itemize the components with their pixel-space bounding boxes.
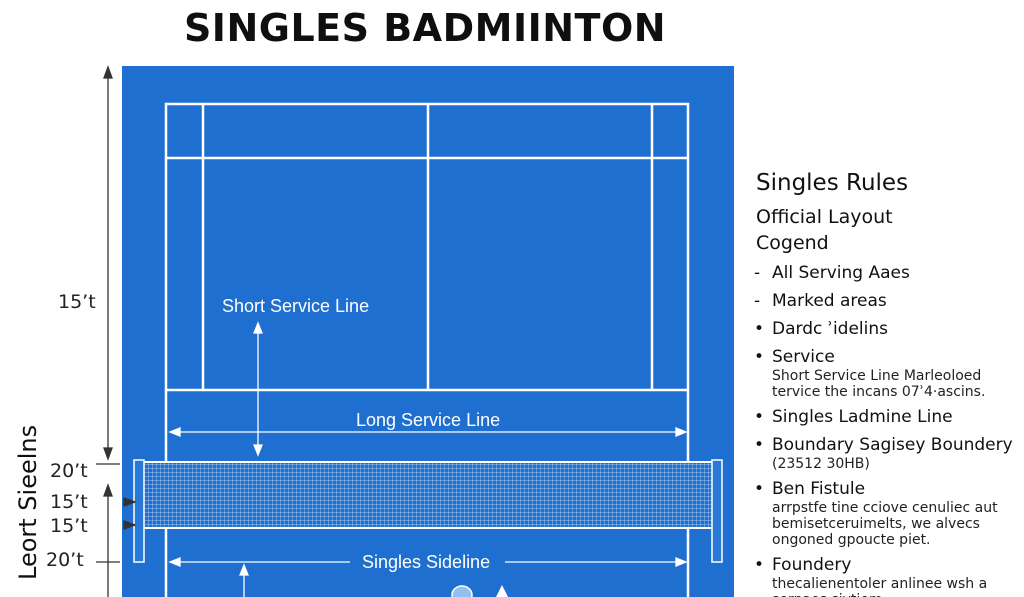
legend-item: • Ben Fistule arrpstfe tine cciove cenul… bbox=[752, 478, 1020, 548]
legend-item: • Boundary Sagisey Boundery (23512 30HB) bbox=[752, 434, 1020, 472]
dot-bullet-icon: • bbox=[754, 555, 765, 575]
dash-bullet-icon: - bbox=[754, 263, 761, 283]
dimension-top: 15’t bbox=[58, 291, 96, 313]
long-service-label: Long Service Line bbox=[356, 410, 500, 430]
legend-item-detail: (23512 30HB) bbox=[772, 456, 870, 472]
dimension-c: 15’t bbox=[50, 515, 88, 537]
legend-dash-list: - All Serving Aaes - Marked areas bbox=[752, 262, 1020, 312]
dot-bullet-icon: • bbox=[754, 347, 765, 367]
shuttlecock-icon bbox=[451, 585, 508, 597]
legend-line-1: Official Layout bbox=[756, 206, 893, 228]
legend-dash-item: - Marked areas bbox=[752, 290, 1020, 312]
legend-dash-item: - All Serving Aaes bbox=[752, 262, 1020, 284]
dot-bullet-icon: • bbox=[754, 319, 765, 339]
net bbox=[133, 459, 723, 563]
legend-item-list: • Dardc ʾidelins • Service Short Service… bbox=[752, 318, 1020, 597]
legend-item-label: Service bbox=[772, 347, 835, 367]
legend-item-label: Boundary Sagisey Boundery bbox=[772, 435, 1013, 455]
dot-bullet-icon: • bbox=[754, 435, 765, 455]
dot-bullet-icon: • bbox=[754, 479, 765, 499]
net-dimension-ticks bbox=[96, 463, 137, 597]
legend-dash-label: All Serving Aaes bbox=[772, 263, 910, 283]
dimension-a: 20’t bbox=[50, 460, 88, 482]
legend-heading: Singles Rules bbox=[756, 170, 909, 196]
rules-legend: Singles Rules Official Layout Cogend - A… bbox=[752, 170, 1020, 597]
legend-item: • Service Short Service Line Marleoloed … bbox=[752, 346, 1020, 400]
legend-line-2: Cogend bbox=[756, 232, 829, 254]
dash-bullet-icon: - bbox=[754, 291, 761, 311]
singles-sideline-label: Singles Sideline bbox=[362, 552, 490, 572]
legend-item-detail: thecalienentoler anlinee wsh a serpaos s… bbox=[772, 576, 988, 597]
side-vertical-label: Leort Sieelns bbox=[14, 425, 42, 580]
dimension-d: 20’t bbox=[46, 549, 84, 571]
short-service-label: Short Service Line bbox=[222, 296, 369, 316]
legend-item-label: Singles Ladmine Line bbox=[772, 407, 953, 427]
legend-item: • Dardc ʾidelins bbox=[752, 318, 1020, 340]
height-dimension-line bbox=[103, 65, 113, 461]
long-service-arrow bbox=[168, 427, 688, 437]
legend-item-label: Ben Fistule bbox=[772, 479, 866, 499]
legend-item-detail: Short Service Line Marleoloed tervice th… bbox=[772, 368, 986, 400]
court-lines bbox=[164, 102, 690, 597]
legend-item: • Foundery thecalienentoler anlinee wsh … bbox=[752, 554, 1020, 597]
short-service-arrow bbox=[253, 321, 263, 457]
page-title: SINGLES BADMIINTON bbox=[183, 6, 667, 50]
legend-item-label: Foundery bbox=[772, 555, 852, 575]
legend-item-detail: arrpstfe tine cciove cenuliec aut bemise… bbox=[772, 500, 998, 548]
singles-sideline-arrow bbox=[168, 557, 688, 597]
legend-item-label: Dardc ʾidelins bbox=[772, 319, 889, 339]
dot-bullet-icon: • bbox=[754, 407, 765, 427]
legend-item: • Singles Ladmine Line bbox=[752, 406, 1020, 428]
dimension-b: 15’t bbox=[50, 491, 88, 513]
legend-dash-label: Marked areas bbox=[772, 291, 887, 311]
